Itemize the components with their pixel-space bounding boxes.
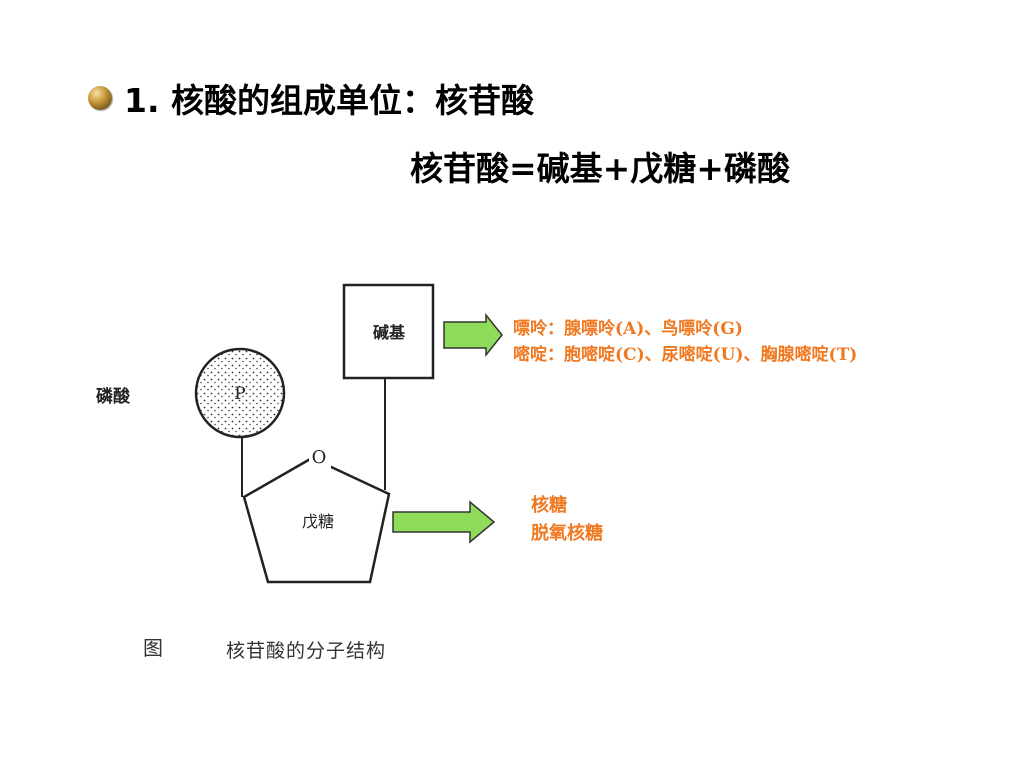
- figure-prefix: 图: [143, 636, 163, 660]
- phosphate-symbol: P: [234, 384, 245, 404]
- phosphate-label: 磷酸: [96, 387, 130, 407]
- sugar-types-info: 核糖 脱氧核糖: [531, 492, 603, 548]
- figure-caption: 核苷酸的分子结构: [226, 640, 387, 662]
- purine-line: 嘌呤：腺嘌呤(A)、鸟嘌呤(G): [513, 319, 743, 339]
- sugar-arrow: [392, 500, 496, 544]
- sugar-label: 戊糖: [302, 512, 334, 531]
- pentose-ring: [242, 456, 391, 584]
- base-arrow: [443, 312, 503, 358]
- base-types-info: 嘌呤：腺嘌呤(A)、鸟嘌呤(G) 嘧啶：胞嘧啶(C)、尿嘧啶(U)、胸腺嘧啶(T…: [513, 316, 857, 368]
- phosphate-circle: [194, 347, 286, 439]
- slide-title: 1. 核酸的组成单位：核苷酸: [124, 81, 534, 120]
- oxygen-gap: [309, 444, 331, 468]
- oxygen-label: O: [312, 447, 327, 468]
- pyrimidine-line: 嘧啶：胞嘧啶(C)、尿嘧啶(U)、胸腺嘧啶(T): [513, 345, 858, 365]
- bullet-icon: [88, 86, 112, 110]
- deoxyribose-line: 脱氧核糖: [531, 523, 603, 544]
- slide-subtitle-formula: 核苷酸=碱基+戊糖+磷酸: [410, 149, 790, 188]
- base-box: [342, 283, 435, 380]
- base-box-label: 碱基: [373, 323, 406, 342]
- ribose-line: 核糖: [531, 495, 567, 516]
